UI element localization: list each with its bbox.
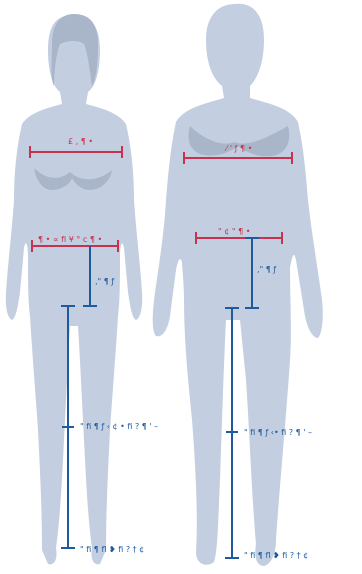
female-rise-label: ‚" ¶ ƒ [95,277,114,287]
male-chest-label: ⁄ ' ƒ ¶ • [226,144,252,154]
female-bust-label: £ ‚ ¶ • [68,137,93,147]
male-knee-label: " fi ¶ ƒ ‹• fi ? ¶ ' – [244,428,312,438]
male-waist-label: " ¢ " ¶ • [218,227,250,237]
female-inseam-label: " fi ¶ fl ❥ fi ? † ¢ [80,545,144,555]
female-waist-label: ¶ • ∝ fi ¥ ° c ¶ • [38,235,102,245]
female-silhouette [6,16,142,565]
male-inseam-line [225,308,239,558]
male-silhouette [153,4,323,566]
female-knee-label: " fi ¶ ƒ ‹ ¢ • fi ? ¶ ' – [80,422,158,432]
male-rise-label: ‚" ¶ ƒ [257,265,276,275]
male-inseam-label: " fi ¶ fl ❥ fi ? † ¢ [244,551,308,561]
